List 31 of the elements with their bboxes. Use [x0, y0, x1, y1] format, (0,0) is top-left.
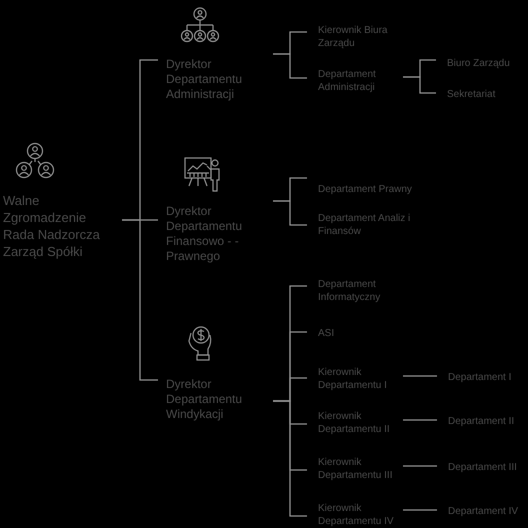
node-label: Kierownik Departamentu III [318, 456, 394, 482]
node-label: Kierownik Departamentu IV [318, 502, 395, 528]
node-label: Departament Administracji [318, 68, 377, 94]
connector-line [403, 465, 437, 467]
node-label: Zarząd Spółki [3, 243, 84, 260]
node-label: Dyrektor Departamentu Finansowo - -Prawnego [166, 204, 244, 264]
node-label: Departament Analiz i Finansów [318, 212, 412, 238]
connector-line [403, 419, 437, 421]
node-label: Biuro Zarządu [447, 57, 511, 70]
node-label: Departament I [448, 371, 512, 384]
connector-line [403, 375, 437, 377]
node-label: Departament IV [448, 505, 520, 518]
connector-line [403, 509, 437, 511]
node-label: Departament Informatyczny [318, 278, 382, 304]
node-label: Kierownik Departamentu II [318, 410, 391, 436]
node-label: Dyrektor Departamentu Windykacji [166, 377, 244, 422]
node-label: Rada Nadzorcza [3, 226, 101, 243]
node-label: Departament Prawny [318, 183, 413, 196]
connector-line [122, 219, 158, 381]
connector-line [273, 400, 307, 517]
connector-line [273, 53, 307, 79]
connector-line [403, 76, 436, 94]
node-label: ASI [318, 327, 336, 340]
node-label: Dyrektor Departamentu Administracji [166, 57, 244, 102]
node-label: Kierownik Departamentu I [318, 366, 388, 392]
node-label: Kierownik Biura Zarządu [318, 24, 388, 50]
node-label: Departament II [448, 415, 516, 428]
node-label: Departament III [448, 461, 518, 474]
node-label: Sekretariat [447, 88, 496, 101]
connector-line [273, 200, 307, 226]
node-label: Walne Zgromadzenie [3, 192, 88, 226]
